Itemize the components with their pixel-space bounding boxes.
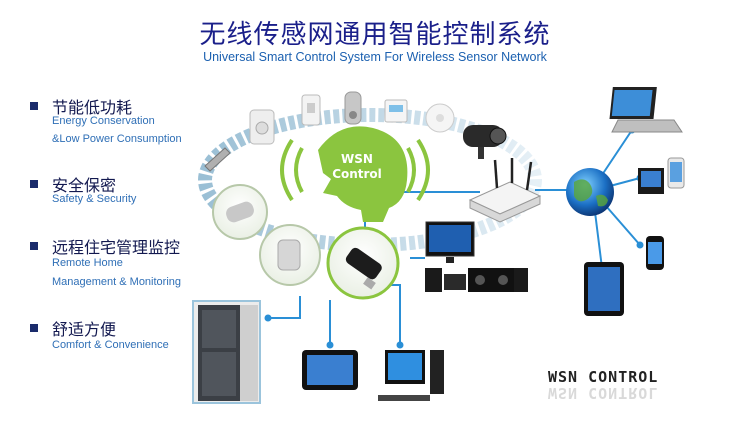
mobile-phone-icon [638,168,664,194]
page-subtitle: Universal Smart Control System For Wirel… [203,50,547,64]
ipad-icon [584,262,624,316]
hub-label: Control [332,167,382,181]
smartphone-icon [667,157,685,189]
smart-door-icon [192,300,261,404]
thermostat-icon [384,99,408,123]
feature-subtitle: Safety & Security [52,193,137,205]
feature-subtitle: Remote Home [52,257,123,269]
tv-icon [425,221,475,263]
wsn-control-hub: WSN Control [280,126,430,222]
smoke-detector-icon [425,103,455,133]
camera-icon [463,125,507,159]
device-bubbles [212,184,400,300]
bullet-icon [30,242,38,250]
bullet-icon [30,324,38,332]
tablet-icon [302,350,358,390]
keypad-lock-icon [344,91,362,125]
outlet-icon [301,94,321,126]
motion-sensor-icon [249,109,275,145]
feature-subtitle: Energy Conservation [52,115,155,127]
bullet-icon [30,102,38,110]
audio-system-icon [425,268,528,292]
feature-subtitle: Management & Monitoring [52,276,182,288]
hub-label: WSN [341,152,373,166]
page-title: 无线传感网通用智能控制系统 [199,20,551,50]
feature-title: 安全保密 [52,176,117,195]
wifi-router-icon [468,158,542,223]
desktop-computer-icon [378,350,444,401]
bullet-icon [30,180,38,188]
feature-title: 舒适方便 [52,320,117,339]
feature-subtitle: Comfort & Convenience [52,339,169,351]
feature-subtitle: &Low Power Consumption [52,133,182,145]
smart-devices [204,91,507,172]
internet-globe-icon [566,168,614,216]
brand-logo: WSN CONTROL [548,368,659,386]
sensor-node-icon [204,147,231,172]
brand-logo-reflection: WSN CONTROL [548,384,659,402]
feature-title: 远程住宅管理监控 [52,238,181,257]
laptop-icon [609,87,683,133]
iphone-icon [646,236,664,270]
feature-title: 节能低功耗 [52,98,133,117]
